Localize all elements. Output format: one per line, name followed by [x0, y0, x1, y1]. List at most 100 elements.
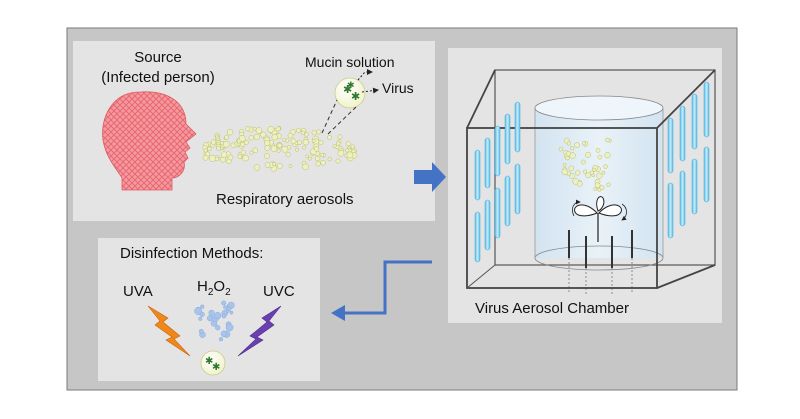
- aerosol-particle: [264, 162, 271, 168]
- uv-tubes-right: [667, 81, 710, 239]
- h2o2-sub1: 2: [208, 287, 214, 298]
- aerosol-cloud: [202, 126, 358, 172]
- aerosol-particle: [219, 141, 224, 146]
- aerosol-particle: [244, 140, 249, 145]
- uv-tube: [667, 117, 674, 174]
- aerosol-particle: [316, 129, 322, 135]
- aerosol-particle: [297, 140, 302, 145]
- uv-tube: [484, 199, 491, 251]
- h2o2-bubble: [223, 305, 228, 310]
- virus-label: Virus: [382, 80, 414, 96]
- aerosol-particle: [574, 142, 580, 149]
- aerosol-particle: [337, 150, 345, 157]
- aerosol-particle: [585, 172, 592, 179]
- aerosol-particle: [601, 170, 606, 175]
- virus-icon: ✱: [212, 362, 220, 373]
- chamber-label: Virus Aerosol Chamber: [475, 300, 629, 317]
- h2o2-bubble: [208, 309, 215, 316]
- aerosol-particle: [272, 161, 277, 167]
- right-arrow: [414, 162, 446, 192]
- aerosol-particle: [222, 140, 230, 148]
- uv-tube: [484, 137, 491, 189]
- aerosol-particle: [318, 140, 324, 146]
- aerosol-particle: [568, 165, 575, 172]
- aerosol-particle: [592, 167, 597, 172]
- source-subtitle: (Infected person): [101, 69, 214, 86]
- mucin-droplet: ✱ ✱ ✱: [334, 77, 366, 109]
- virus-icon: ✱: [343, 84, 352, 96]
- aerosol-particle: [311, 139, 316, 143]
- aerosol-particle: [240, 149, 246, 155]
- uv-tube: [494, 187, 501, 239]
- aerosol-particle: [565, 155, 570, 161]
- aerosol-particle: [214, 156, 220, 162]
- h2o2-bubble: [215, 325, 221, 331]
- zoom-line: [321, 99, 338, 134]
- aerosol-particle: [558, 146, 564, 152]
- aerosol-particle: [311, 130, 317, 136]
- aerosol-particle: [282, 138, 287, 142]
- aerosol-particle: [345, 148, 350, 153]
- aerosol-particle: [570, 146, 575, 151]
- h2o2-bubble: [221, 313, 227, 319]
- aerosol-particle: [575, 170, 581, 176]
- aerosol-particle: [562, 162, 567, 167]
- aerosol-particle: [245, 126, 251, 132]
- aerosol-particle: [220, 151, 228, 158]
- aerosol-particle: [346, 151, 354, 159]
- aerosol-particle: [320, 159, 326, 166]
- h2o2-bubble: [218, 337, 224, 342]
- aerosol-particle: [216, 146, 221, 151]
- aerosol-particle: [595, 148, 601, 153]
- aerosol-particle: [290, 138, 297, 145]
- h2o2-bubble: [198, 316, 203, 321]
- aerosol-particle: [305, 154, 310, 159]
- source-panel: Source (Infected person) ✱ ✱ ✱ Mucin sol…: [73, 41, 435, 221]
- uv-tube: [679, 105, 686, 162]
- aerosol-particle: [242, 154, 249, 162]
- disinfection-panel: Disinfection Methods: UVA H2O2 UVC ✱ ✱: [98, 238, 320, 381]
- mucin-label: Mucin solution: [305, 54, 395, 70]
- h2o2-bubble: [220, 330, 228, 337]
- aerosol-particle: [276, 148, 281, 153]
- aerosol-particle: [263, 139, 271, 147]
- uv-tube: [474, 149, 481, 201]
- uv-tube: [514, 101, 521, 153]
- aerosol-particle: [302, 163, 309, 171]
- aerosol-particle: [569, 173, 575, 179]
- aerosol-particle: [593, 187, 598, 191]
- aerosol-particle: [596, 172, 603, 179]
- aerosol-particle: [275, 126, 281, 132]
- uv-tubes-left: [474, 101, 521, 263]
- aerosol-particle: [238, 135, 246, 142]
- virus-icon: ✱: [205, 356, 213, 367]
- aerosol-particle: [252, 147, 259, 154]
- aerosol-particle: [597, 154, 603, 160]
- uv-tube: [474, 211, 481, 263]
- chamber-front-face: [466, 127, 658, 289]
- aerosol-particle: [561, 168, 569, 176]
- aerosol-particle: [281, 145, 289, 153]
- uv-tube: [679, 170, 686, 227]
- aerosol-particle: [594, 182, 601, 189]
- aerosol-particle: [276, 142, 283, 149]
- aerosol-particle: [276, 162, 283, 169]
- aerosol-particle: [270, 145, 278, 152]
- h2o2-bubble: [214, 312, 222, 320]
- aerosol-particle: [582, 141, 587, 146]
- virus-pointer: [361, 87, 379, 94]
- h2o2-bubble: [221, 300, 227, 306]
- h2o2-bubble: [194, 307, 202, 315]
- aerosol-particle: [271, 133, 278, 141]
- connector-arrow: [343, 260, 432, 315]
- aerosol-particle: [589, 170, 594, 175]
- aerosol-particle: [319, 152, 325, 158]
- aerosol-particle: [337, 134, 343, 140]
- aerosol-particle: [605, 137, 610, 143]
- uv-tube: [667, 182, 674, 239]
- h2o2-bubble: [225, 323, 234, 332]
- h2o2-bubble: [198, 328, 204, 334]
- uva-label: UVA: [123, 283, 153, 300]
- aerosol-particle: [565, 151, 571, 157]
- uv-tube: [691, 93, 698, 150]
